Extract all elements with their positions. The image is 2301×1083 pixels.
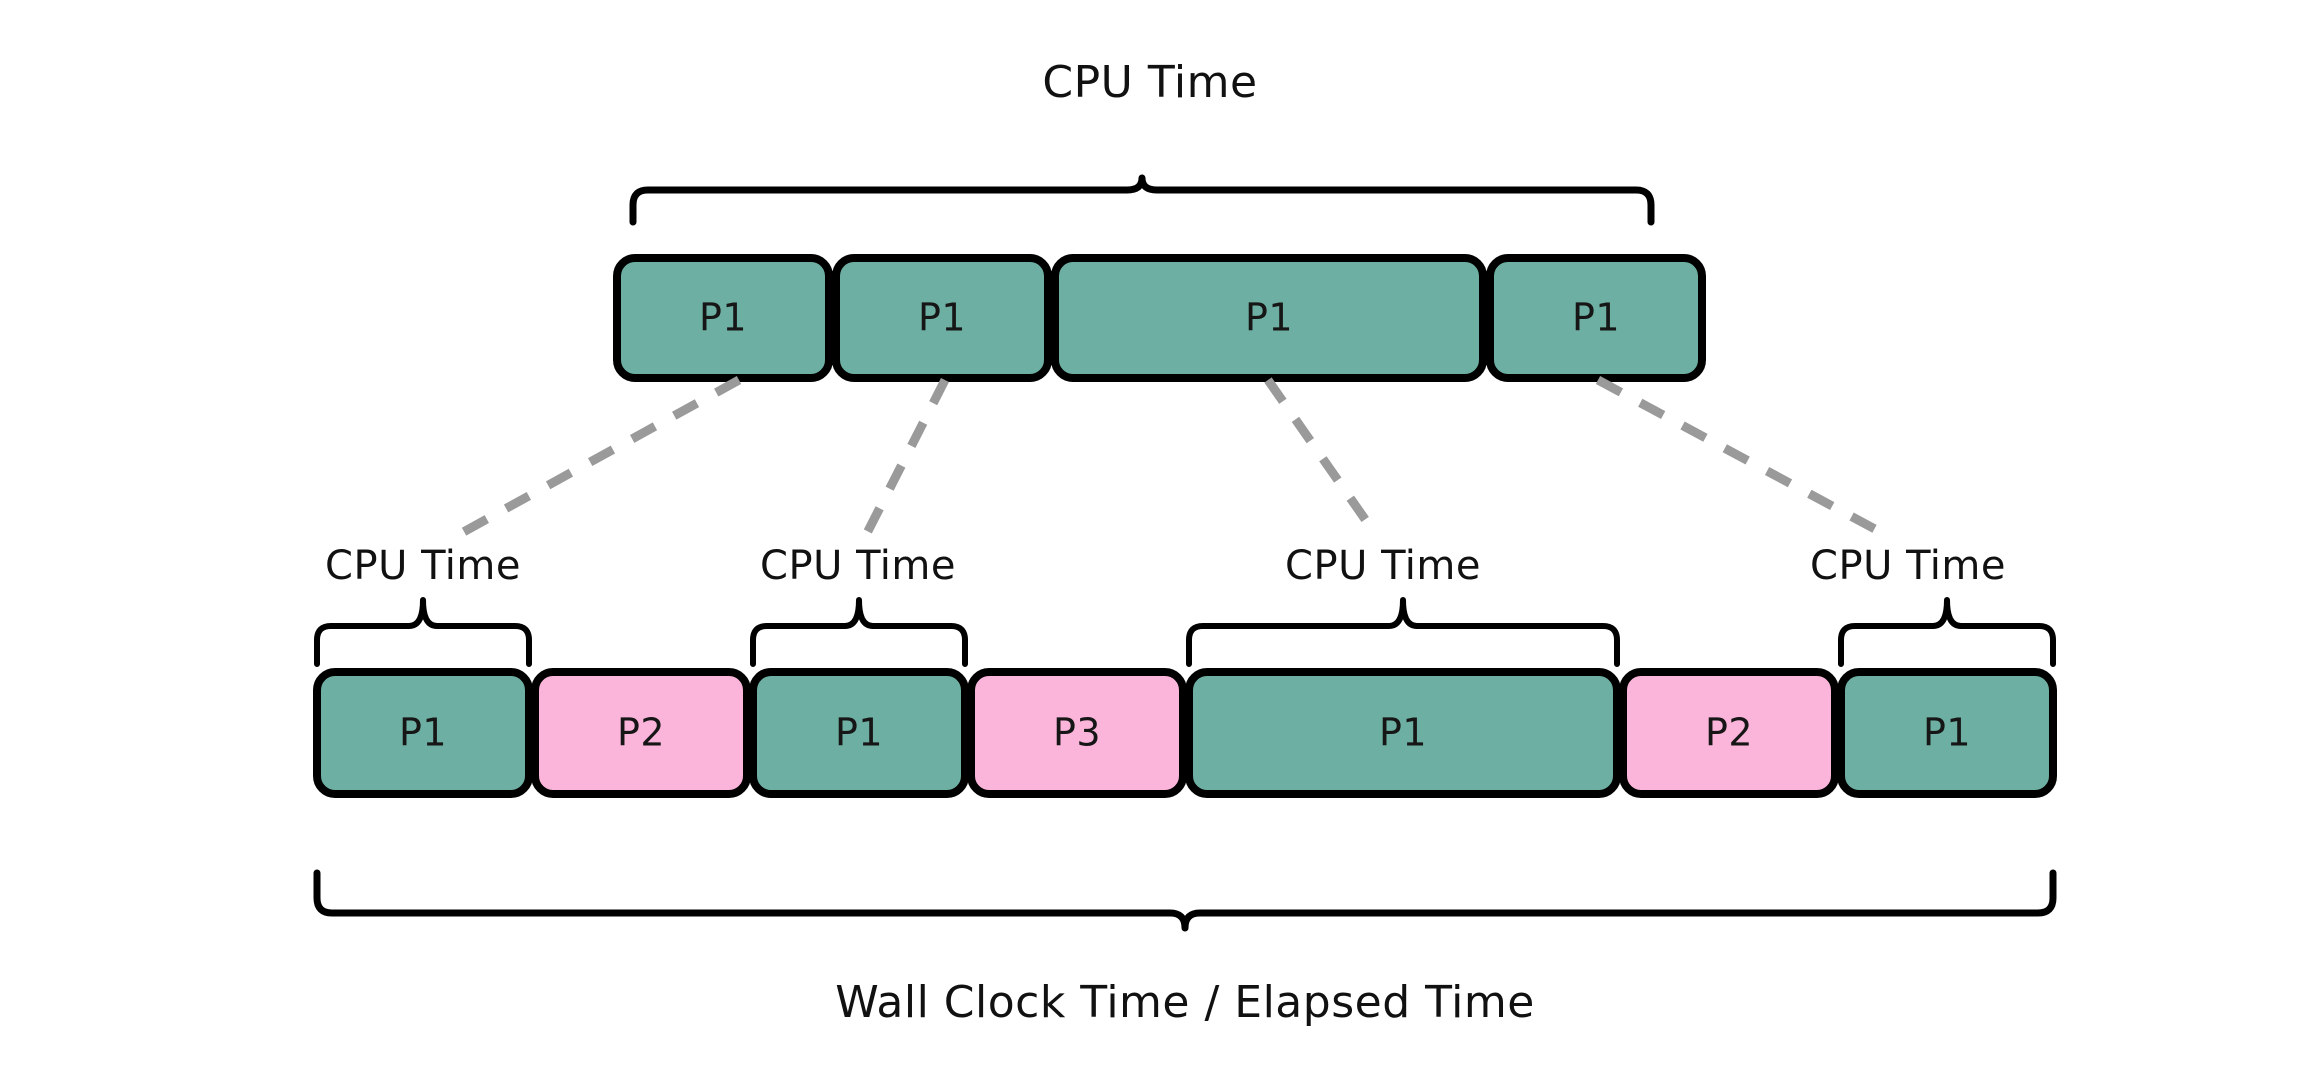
process-block-p1[interactable] (613, 254, 833, 382)
bottom-row-block[interactable]: P3 (967, 668, 1187, 798)
process-block-label: P1 (918, 296, 966, 340)
process-block-label: P1 (1379, 711, 1427, 755)
slice-cpu-time-brace (1186, 597, 1620, 667)
cpu-time-label: CPU Time (760, 543, 956, 589)
bottom-title-label: Wall Clock Time / Elapsed Time (835, 977, 1535, 1028)
process-block-label: P1 (1923, 711, 1971, 755)
dashed-connector-line (861, 377, 950, 538)
dashed-connector-line (455, 376, 742, 539)
process-block-label: P2 (1705, 711, 1753, 755)
bottom-row-blocks: P1 P2 P1 P3 P1 P2 P1 (313, 668, 2057, 798)
dashed-connector-line (1595, 376, 1889, 539)
process-block-label: P1 (835, 711, 883, 755)
process-block-p1[interactable] (1185, 668, 1621, 798)
cpu-time-label: CPU Time (1285, 543, 1481, 589)
slice-cpu-time-brace (750, 597, 968, 667)
process-block-label: P1 (1245, 296, 1293, 340)
process-block-p2[interactable] (1619, 668, 1839, 798)
bottom-row-block[interactable]: P1 (749, 668, 969, 798)
slice-cpu-time-brace (1838, 597, 2056, 667)
top-row-blocks: P1 P1 P1 P1 (613, 254, 1706, 382)
top-row-block[interactable]: P1 (832, 254, 1052, 382)
top-row-block[interactable]: P1 (613, 254, 833, 382)
connector-lines (455, 376, 1889, 539)
process-block-label: P1 (1572, 296, 1620, 340)
dashed-connector-line (1264, 377, 1380, 538)
slice-braces (314, 597, 2056, 667)
bottom-row-block[interactable]: P2 (531, 668, 751, 798)
bottom-row-block[interactable]: P1 (313, 668, 533, 798)
top-title-label: CPU Time (1042, 57, 1257, 108)
cpu-time-labels: CPU Time CPU Time CPU Time CPU Time (325, 543, 2006, 589)
process-block-label: P2 (617, 711, 665, 755)
top-row-block[interactable]: P1 (1051, 254, 1487, 382)
slice-cpu-time-brace (314, 597, 532, 667)
process-block-p1[interactable] (749, 668, 969, 798)
bottom-row-block[interactable]: P2 (1619, 668, 1839, 798)
process-block-label: P1 (399, 711, 447, 755)
process-block-p2[interactable] (531, 668, 751, 798)
cpu-time-label: CPU Time (325, 543, 521, 589)
process-block-p1[interactable] (832, 254, 1052, 382)
top-cpu-time-brace (629, 174, 1655, 226)
bottom-row-block[interactable]: P1 (1837, 668, 2057, 798)
process-block-label: P1 (699, 296, 747, 340)
process-block-p1[interactable] (1837, 668, 2057, 798)
process-block-p1[interactable] (313, 668, 533, 798)
process-block-p1[interactable] (1051, 254, 1487, 382)
process-block-p1[interactable] (1486, 254, 1706, 382)
cpu-time-label: CPU Time (1810, 543, 2006, 589)
process-block-label: P3 (1053, 711, 1101, 755)
top-row-block[interactable]: P1 (1486, 254, 1706, 382)
process-block-p3[interactable] (967, 668, 1187, 798)
wall-clock-brace (313, 869, 2057, 932)
bottom-row-block[interactable]: P1 (1185, 668, 1621, 798)
